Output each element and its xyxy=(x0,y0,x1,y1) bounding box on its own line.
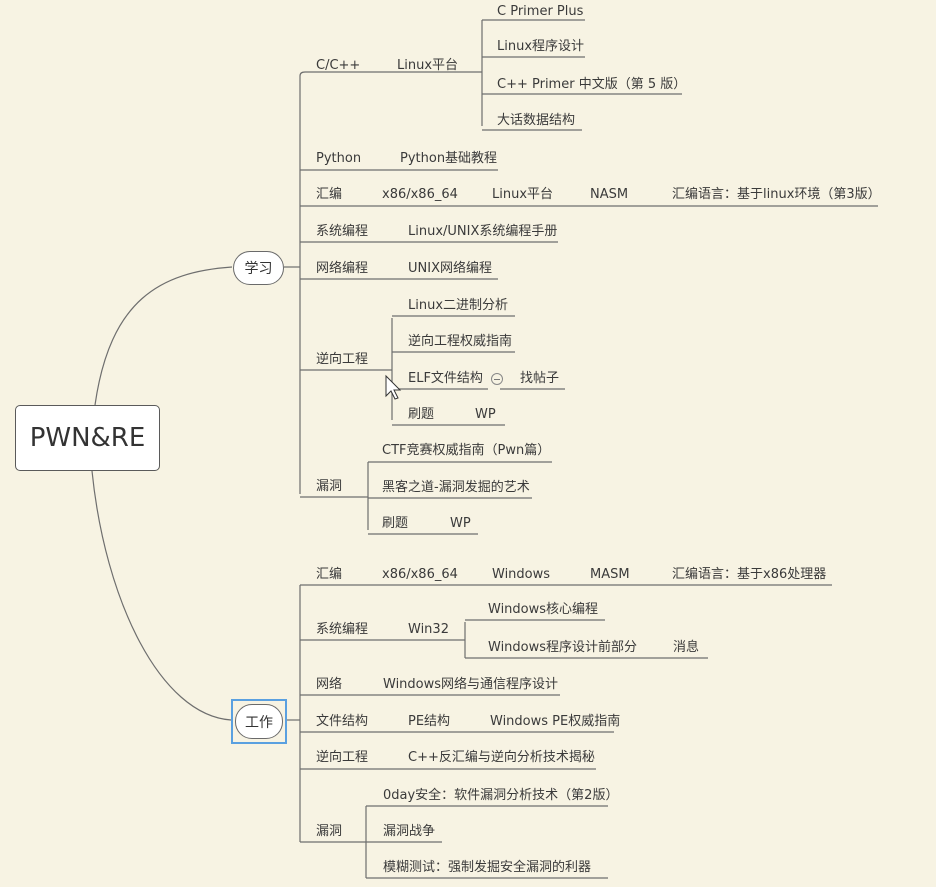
node-find-posts[interactable]: 找帖子 xyxy=(520,371,560,386)
book-hacking-art[interactable]: 黑客之道-漏洞发掘的艺术 xyxy=(382,480,530,495)
book-unix-net[interactable]: UNIX网络编程 xyxy=(408,261,492,276)
node-cpp[interactable]: C/C++ xyxy=(316,58,361,73)
book-vuln-war[interactable]: 漏洞战争 xyxy=(383,824,436,839)
book-asm-linux[interactable]: 汇编语言：基于linux环境（第3版） xyxy=(672,187,881,202)
node-pe[interactable]: PE结构 xyxy=(408,714,451,729)
node-win32[interactable]: Win32 xyxy=(408,622,449,637)
node-vuln-study[interactable]: 漏洞 xyxy=(316,479,343,494)
node-masm[interactable]: MASM xyxy=(590,567,630,582)
collapse-icon[interactable] xyxy=(491,373,503,385)
node-re-practice[interactable]: 刷题 xyxy=(408,407,435,422)
book-linux-programming[interactable]: Linux程序设计 xyxy=(497,39,585,54)
book-re-guide[interactable]: 逆向工程权威指南 xyxy=(408,334,513,349)
node-syspro-study[interactable]: 系统编程 xyxy=(316,224,369,239)
node-python[interactable]: Python xyxy=(316,151,362,166)
node-net-work[interactable]: 网络 xyxy=(316,677,343,692)
mouse-cursor-icon xyxy=(385,374,402,400)
node-nasm[interactable]: NASM xyxy=(590,187,629,202)
book-pe-guide[interactable]: Windows PE权威指南 xyxy=(490,714,621,729)
node-message[interactable]: 消息 xyxy=(673,640,700,655)
book-c-primer-plus[interactable]: C Primer Plus xyxy=(497,4,584,19)
book-windows-core[interactable]: Windows核心编程 xyxy=(488,602,599,617)
branch-work[interactable]: 工作 xyxy=(235,704,283,739)
node-syspro-work[interactable]: 系统编程 xyxy=(316,622,369,637)
node-vuln-work[interactable]: 漏洞 xyxy=(316,824,343,839)
book-asm-x86[interactable]: 汇编语言：基于x86处理器 xyxy=(672,567,827,582)
book-0day[interactable]: 0day安全：软件漏洞分析技术（第2版） xyxy=(383,788,619,803)
book-cpp-primer[interactable]: C++ Primer 中文版（第 5 版） xyxy=(497,77,687,92)
node-netpro-study[interactable]: 网络编程 xyxy=(316,261,369,276)
node-asm-study[interactable]: 汇编 xyxy=(316,187,343,202)
node-re-study[interactable]: 逆向工程 xyxy=(316,352,369,367)
node-re-wp[interactable]: WP xyxy=(475,407,496,422)
book-linux-binary[interactable]: Linux二进制分析 xyxy=(408,298,509,313)
node-vuln-practice[interactable]: 刷题 xyxy=(382,516,409,531)
node-asm-arch[interactable]: x86/x86_64 xyxy=(382,187,458,202)
node-asm-linux[interactable]: Linux平台 xyxy=(492,187,554,202)
branch-study[interactable]: 学习 xyxy=(233,251,284,285)
node-asm-work[interactable]: 汇编 xyxy=(316,567,343,582)
book-windows-programming[interactable]: Windows程序设计前部分 xyxy=(488,640,638,655)
book-linux-unix-syspro[interactable]: Linux/UNIX系统编程手册 xyxy=(408,224,558,239)
book-data-structures[interactable]: 大话数据结构 xyxy=(497,113,576,128)
book-ctf-pwn[interactable]: CTF竞赛权威指南（Pwn篇） xyxy=(382,443,551,458)
node-asm-work-arch[interactable]: x86/x86_64 xyxy=(382,567,458,582)
selection-box xyxy=(231,699,287,744)
node-re-work[interactable]: 逆向工程 xyxy=(316,750,369,765)
node-vuln-wp[interactable]: WP xyxy=(450,516,471,531)
root-node[interactable]: PWN&RE xyxy=(15,405,160,471)
book-cpp-disasm[interactable]: C++反汇编与逆向分析技术揭秘 xyxy=(408,750,595,765)
node-asm-windows[interactable]: Windows xyxy=(492,567,551,582)
book-fuzzing[interactable]: 模糊测试：强制发掘安全漏洞的利器 xyxy=(383,860,592,875)
node-cpp-linux[interactable]: Linux平台 xyxy=(397,58,459,73)
book-windows-net[interactable]: Windows网络与通信程序设计 xyxy=(383,677,559,692)
book-python[interactable]: Python基础教程 xyxy=(400,151,498,166)
node-elf[interactable]: ELF文件结构 xyxy=(408,371,483,386)
node-file-format[interactable]: 文件结构 xyxy=(316,714,369,729)
